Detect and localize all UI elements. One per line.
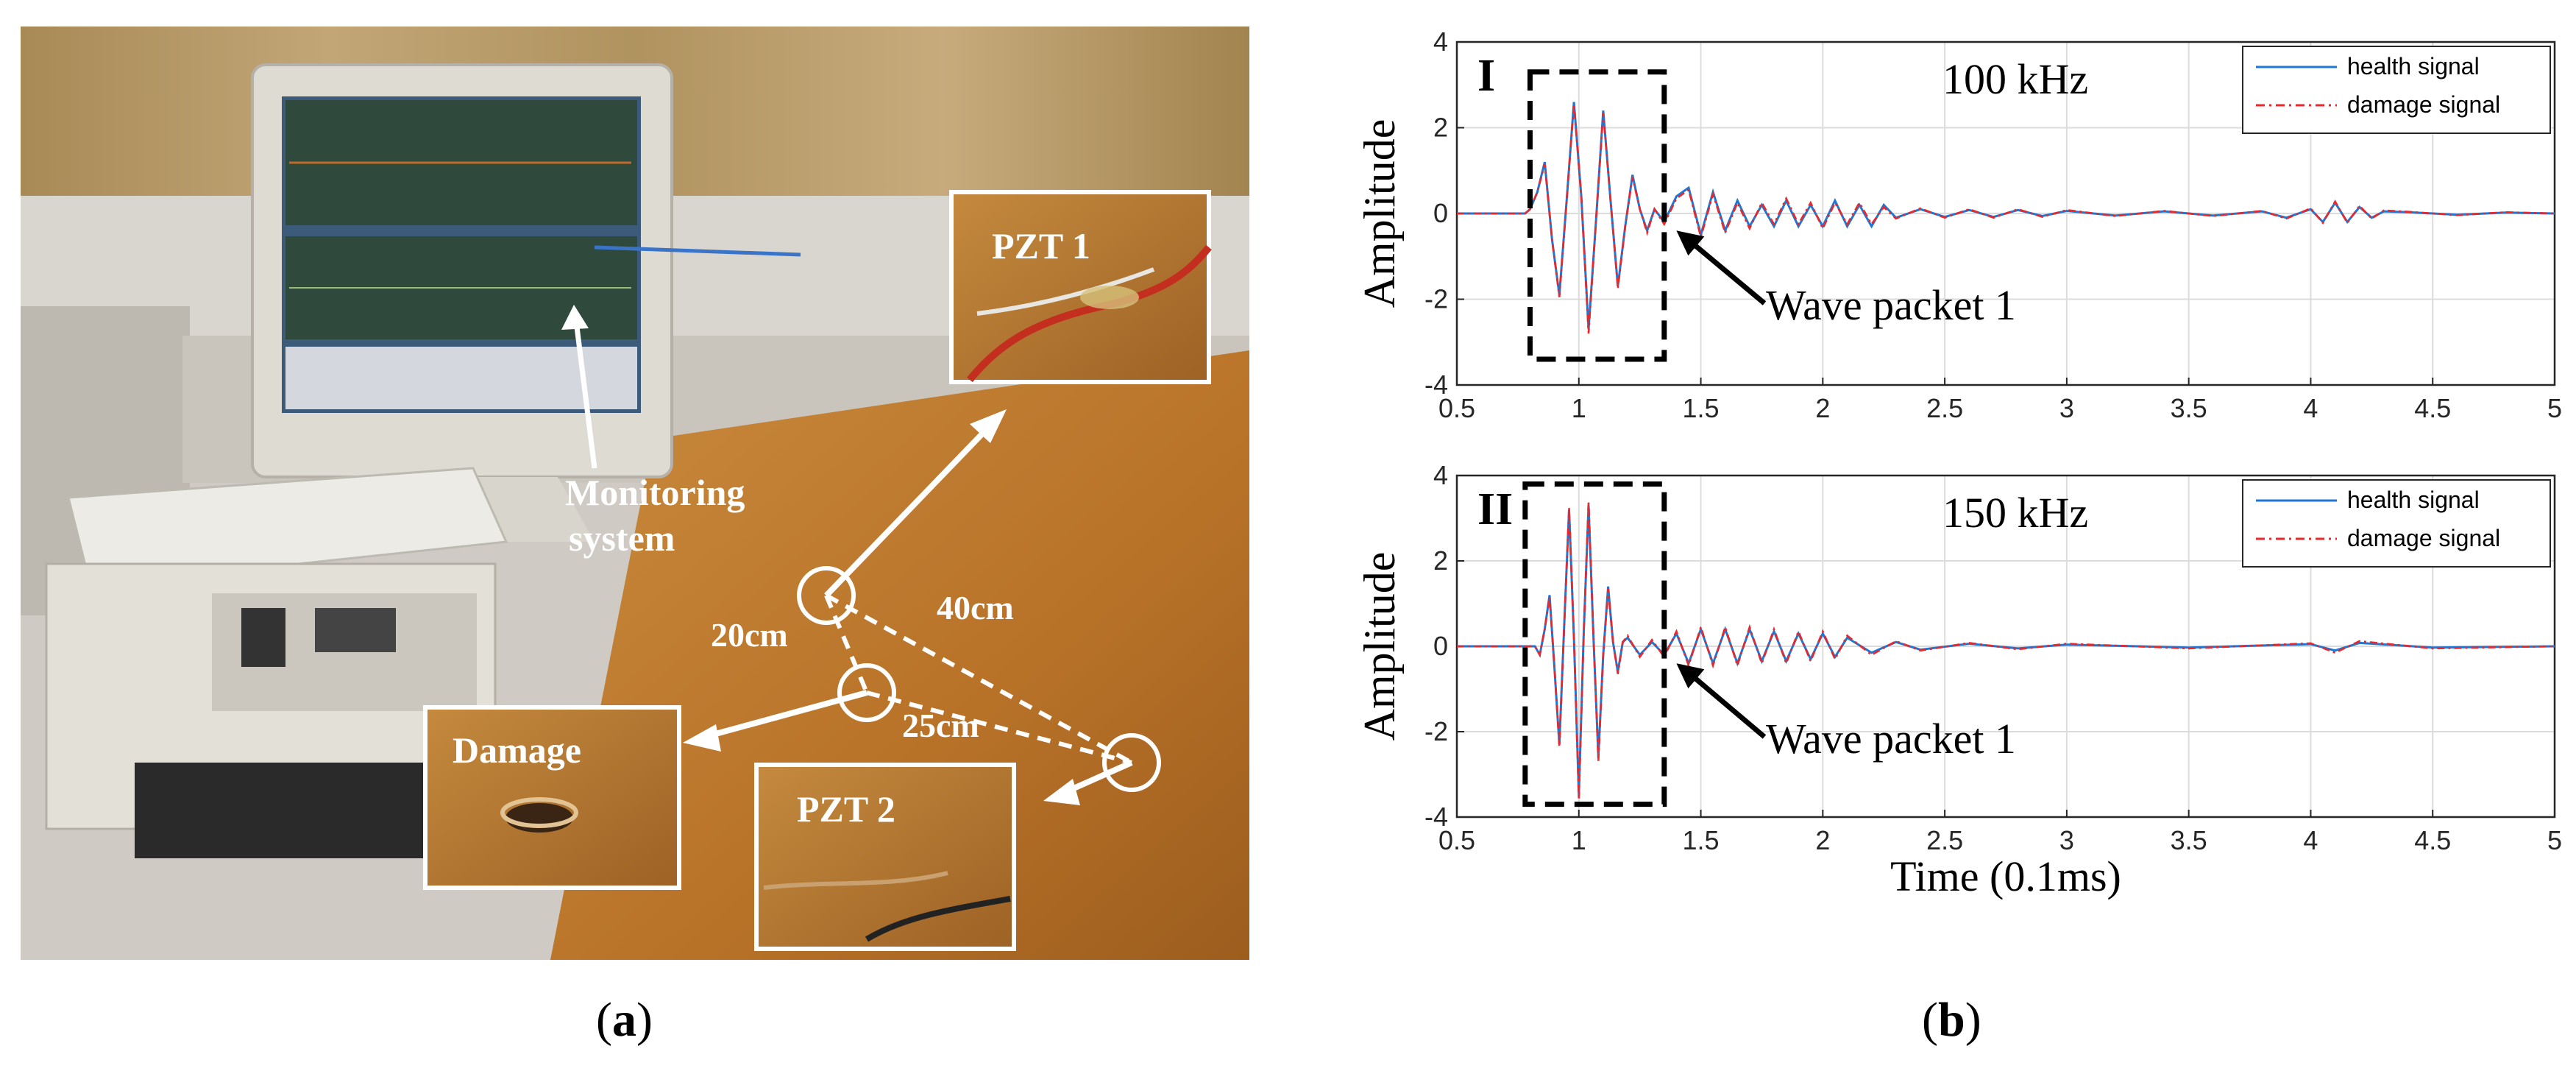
x-tick-label: 5 (2547, 393, 2562, 423)
legend-label: health signal (2347, 487, 2480, 513)
keyboard (67, 467, 508, 587)
wave-packet-box (1522, 481, 1667, 807)
x-axis-label: Time (0.1ms) (1890, 852, 2121, 900)
x-tick-label: 1.5 (1683, 825, 1720, 855)
x-tick-label: 3.5 (2171, 825, 2207, 855)
y-tick-label: 0 (1433, 631, 1448, 661)
arrow-to-pzt1 (970, 409, 1007, 443)
x-tick-label: 1.5 (1683, 393, 1720, 423)
distance-25cm: 25cm (902, 707, 979, 744)
y-axis-label: Amplitude (1355, 552, 1404, 741)
wave-packet-box (1527, 69, 1667, 362)
caption-b: (b) (1922, 993, 1981, 1047)
y-axis-label: Amplitude (1355, 119, 1404, 308)
x-tick-label: 2 (1815, 825, 1830, 855)
damage-marker (837, 663, 896, 722)
y-tick-label: -2 (1424, 716, 1448, 746)
legend-box (2242, 479, 2551, 568)
monitoring-label-line1: Monitoring (565, 472, 745, 513)
annotation-arrow-shaft (1688, 238, 1767, 305)
y-tick-label: -2 (1424, 284, 1448, 314)
annotation-text: Wave packet 1 (1766, 281, 2016, 329)
pzt2-label: PZT 2 (797, 788, 895, 830)
damage-signal-line (1457, 104, 2555, 334)
y-tick-label: -4 (1424, 802, 1448, 832)
x-tick-label: 3.5 (2171, 393, 2207, 423)
x-tick-label: 1 (1572, 393, 1586, 423)
distance-40cm: 40cm (937, 589, 1014, 626)
x-tick-label: 1 (1572, 825, 1586, 855)
x-tick-label: 0.5 (1438, 825, 1475, 855)
annotation-text: Wave packet 1 (1766, 715, 2016, 763)
y-tick-label: 4 (1433, 460, 1448, 490)
x-tick-label: 2 (1815, 393, 1830, 423)
annotation-arrow-shaft (1688, 671, 1767, 739)
x-tick-label: 5 (2547, 825, 2562, 855)
panel-label: II (1477, 484, 1513, 534)
damage-label: Damage (453, 729, 581, 771)
inset-pzt1: PZT 1 (949, 190, 1212, 384)
experiment-setup-photo: PZT 1 Damage PZT 2 Monitoring system 20c… (21, 26, 1249, 960)
sensor-layout (561, 245, 1161, 805)
arrow-to-monitor (561, 305, 589, 330)
inset-pzt2: PZT 2 (754, 763, 1016, 951)
x-tick-label: 3 (2059, 393, 2074, 423)
y-tick-label: 2 (1433, 113, 1448, 143)
x-tick-label: 4 (2303, 825, 2318, 855)
x-tick-label: 2.5 (1926, 393, 1963, 423)
caption-a: (a) (596, 993, 653, 1047)
legend-label: health signal (2347, 53, 2480, 79)
x-tick-label: 4.5 (2414, 393, 2451, 423)
legend-label: damage signal (2347, 91, 2500, 118)
frequency-label: 100 kHz (1942, 55, 2088, 103)
x-tick-label: 3 (2059, 825, 2074, 855)
y-tick-label: -4 (1424, 370, 1448, 400)
legend-box (2242, 46, 2551, 134)
pzt1-marker (797, 566, 856, 625)
x-tick-label: 0.5 (1438, 393, 1475, 423)
x-tick-label: 4 (2303, 393, 2318, 423)
chart-100khz: 0.5 1 1.5 2 2.5 3 3.5 4 4.5 5 4 2 0 -2 -4 Amplitude I 100… (1355, 26, 2562, 423)
x-tick-label: 4.5 (2414, 825, 2451, 855)
legend-label: damage signal (2347, 525, 2500, 551)
panel-label: I (1477, 51, 1495, 101)
y-tick-label: 4 (1433, 26, 1448, 57)
inset-damage: Damage (423, 705, 681, 890)
acquisition-unit (45, 562, 497, 858)
arrow-to-damage (683, 724, 721, 752)
arrow-to-pzt2 (1043, 779, 1080, 805)
pzt2-marker (1102, 733, 1161, 792)
chart-150khz: 0.5 1 1.5 2 2.5 3 3.5 4 4.5 5 4 2 0 -2 -4 AmplitudeTime… (1355, 460, 2562, 900)
annotation-arrow-head (1676, 230, 1705, 256)
composite-plate (550, 350, 1249, 960)
damage-signal-line (1457, 501, 2555, 800)
pzt1-label: PZT 1 (992, 225, 1090, 266)
y-tick-label: 0 (1433, 198, 1448, 228)
x-tick-label: 2.5 (1926, 825, 1963, 855)
y-tick-label: 2 (1433, 545, 1448, 576)
monitoring-label-line2: system (569, 517, 675, 559)
monitor (251, 63, 673, 542)
distance-20cm: 20cm (711, 616, 788, 654)
annotation-arrow-head (1676, 663, 1705, 689)
frequency-label: 150 kHz (1942, 489, 2088, 537)
